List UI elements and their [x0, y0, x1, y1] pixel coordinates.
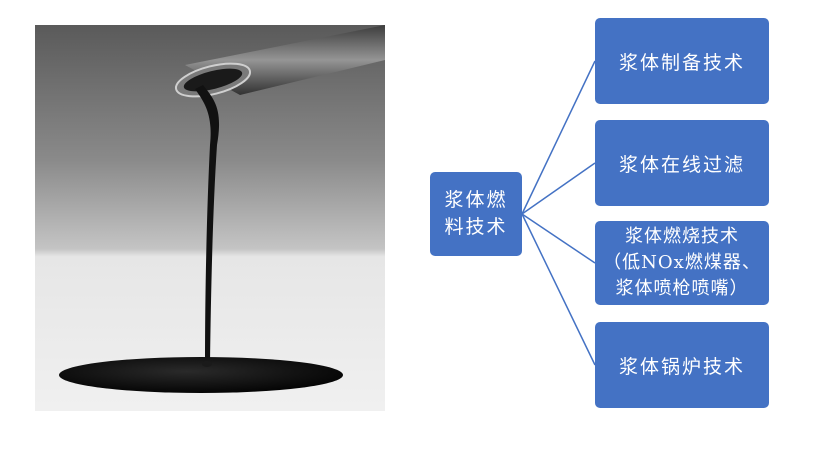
child-node-filtration: 浆体在线过滤 — [595, 120, 769, 206]
child-node-label: 浆体锅炉技术 — [618, 355, 745, 378]
connector-line — [521, 60, 596, 215]
slurry-pour-photo — [35, 25, 385, 411]
child-node-boiler: 浆体锅炉技术 — [595, 322, 769, 408]
child-node-combustion: 浆体燃烧技术 （低NOx燃煤器、 浆体喷枪喷嘴） — [595, 221, 769, 305]
connector-line — [521, 213, 596, 264]
root-node-label: 浆体燃 料技术 — [444, 189, 508, 238]
root-node: 浆体燃 料技术 — [430, 172, 522, 256]
child-node-label: 浆体燃烧技术 （低NOx燃煤器、 浆体喷枪喷嘴） — [603, 226, 761, 299]
child-node-preparation: 浆体制备技术 — [595, 18, 769, 104]
connector-line — [521, 162, 596, 215]
child-node-label: 浆体在线过滤 — [618, 153, 745, 176]
child-node-label: 浆体制备技术 — [618, 51, 745, 74]
connector-line — [521, 213, 596, 366]
